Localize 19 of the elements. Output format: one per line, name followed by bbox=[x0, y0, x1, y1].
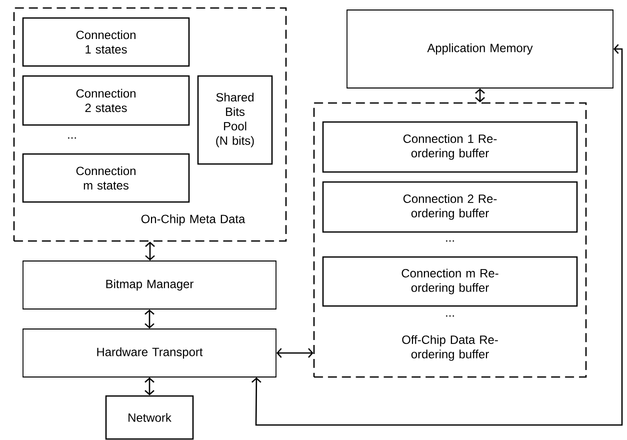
block-box: Connection m Re-ordering buffer bbox=[322, 256, 578, 307]
ellipsis: ... bbox=[68, 137, 76, 139]
arrow bbox=[475, 88, 485, 102]
arrow bbox=[252, 44, 623, 426]
block-box: Bitmap Manager bbox=[22, 260, 276, 310]
arrow bbox=[276, 348, 314, 358]
block-box: Network bbox=[105, 395, 194, 440]
block-box: Shared Bits Pool (N bits) bbox=[197, 75, 273, 165]
block-box: Hardware Transport bbox=[22, 328, 276, 378]
block-box: Connection 2 Re-ordering buffer bbox=[322, 181, 578, 233]
arrow bbox=[144, 309, 154, 329]
block-box: Connection 1 Re-ordering buffer bbox=[322, 121, 578, 173]
block-box: Connection 1 states bbox=[22, 17, 190, 67]
arrow bbox=[145, 242, 155, 261]
block-box: Connection 2 states bbox=[22, 75, 190, 126]
block-box: Application Memory bbox=[346, 10, 614, 88]
arrow bbox=[144, 377, 154, 396]
block-box: Connection m states bbox=[22, 153, 190, 203]
ellipsis: ... bbox=[446, 240, 454, 242]
